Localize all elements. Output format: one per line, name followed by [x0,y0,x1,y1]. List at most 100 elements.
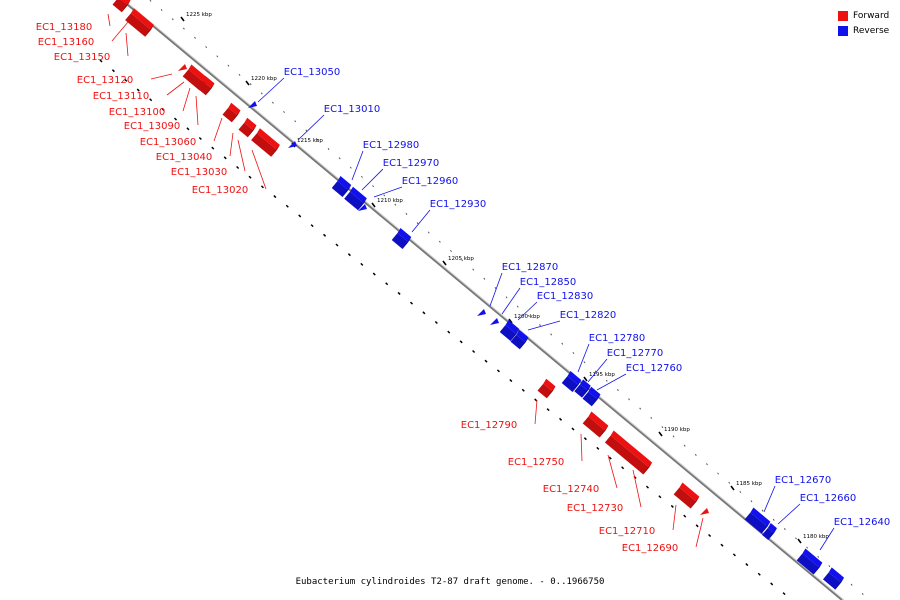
reverse-gene-top [337,176,352,191]
forward-gene-label: EC1_12690 [622,543,678,554]
minor-tick [672,435,675,438]
minor-tick [527,314,530,317]
reverse-gene-label: EC1_12930 [430,199,486,210]
lower-tick [447,330,451,334]
lower-tick [583,437,587,441]
forward-leader-line [111,21,129,42]
reverse-gene-label: EC1_12960 [402,176,458,187]
major-tick [371,202,376,208]
reverse-gene-label: EC1_12770 [607,348,663,359]
minor-tick [438,240,441,243]
lower-tick [236,165,240,170]
reverse-gene-top [767,522,777,534]
reverse-gene-end [835,577,845,590]
major-tick [797,538,802,544]
reverse-gene-label: EC1_12760 [626,363,682,374]
forward-gene-top [256,128,280,150]
legend-item-reverse: Reverse [838,23,898,38]
minor-tick [361,175,363,178]
minor-tick [338,157,341,160]
legend-label: Forward [853,10,890,21]
forward-leader-line [150,73,173,80]
minor-tick [249,83,252,86]
reverse-gene-label: EC1_12980 [363,140,419,151]
lower-tick [521,388,525,392]
lower-tick [136,88,140,92]
reverse-gene-label: EC1_12870 [502,262,558,273]
minor-tick [628,398,630,401]
minor-tick [850,583,853,586]
minor-tick [861,592,864,595]
reverse-gene-end [768,528,777,541]
lower-tick [472,349,476,354]
forward-gene-top [543,378,556,392]
forward-gene-top [188,64,209,84]
minor-tick [283,110,285,114]
lower-tick [422,311,426,315]
minor-tick [650,416,653,419]
forward-leader-line [182,87,191,112]
forward-gene-label: EC1_13100 [109,107,165,118]
forward-leader-line [672,504,677,531]
reverse-gene-top [588,386,601,400]
reverse-swatch [838,25,848,36]
forward-gene [537,383,553,399]
minor-tick [372,185,374,188]
reverse-gene-label: EC1_13010 [324,104,380,115]
reverse-gene-arrow [288,141,297,148]
reverse-leader-line [777,503,801,525]
reverse-gene-end [581,385,591,398]
forward-gene [222,107,238,123]
lower-tick [161,107,165,111]
minor-tick [405,212,408,215]
forward-gene-top [244,117,257,131]
lower-tick [273,195,277,199]
reverse-gene-end [572,380,582,392]
lower-tick [782,592,786,596]
lower-tick [683,514,687,518]
lower-tick [99,59,103,63]
minor-tick [238,73,241,76]
kbp-label: 1225 kbp [186,12,212,18]
reverse-gene [762,527,774,541]
forward-gene-label: EC1_13160 [38,37,94,48]
reverse-gene-top [516,329,529,343]
reverse-gene [391,233,409,249]
reverse-leader-line [596,373,627,391]
minor-tick [828,565,831,568]
forward-leader-line [251,149,267,190]
forward-gene-label: EC1_12710 [599,526,655,537]
reverse-leader-line [527,320,561,331]
minor-tick [617,389,619,392]
reverse-gene-label: EC1_12660 [800,493,856,504]
kbp-label: 1210 kbp [377,198,403,204]
lower-tick [559,417,563,421]
forward-gene-top [130,8,154,30]
forward-leader-line [229,132,234,157]
reverse-gene-end [342,185,352,197]
reverse-gene [822,572,842,590]
minor-tick [216,55,219,58]
minor-tick [550,333,553,336]
lower-tick [745,563,749,567]
lower-tick [732,553,736,557]
lower-tick [645,485,650,489]
reverse-gene-end [591,394,601,407]
forward-gene [251,133,277,157]
minor-tick [427,231,430,234]
minor-tick [739,490,742,494]
reverse-leader-line [587,358,608,383]
reverse-gene-end [813,562,823,575]
forward-gene-label: EC1_12790 [461,420,517,431]
minor-tick [383,194,386,197]
reverse-gene-top [349,186,367,204]
minor-tick [461,259,464,262]
forward-gene-top [202,75,215,89]
forward-gene-label: EC1_13110 [93,91,149,102]
lower-tick [310,224,314,228]
forward-gene-top [588,411,609,431]
lower-tick [670,504,674,508]
minor-tick [160,8,163,12]
reverse-gene [510,334,526,350]
forward-gene [238,122,254,138]
